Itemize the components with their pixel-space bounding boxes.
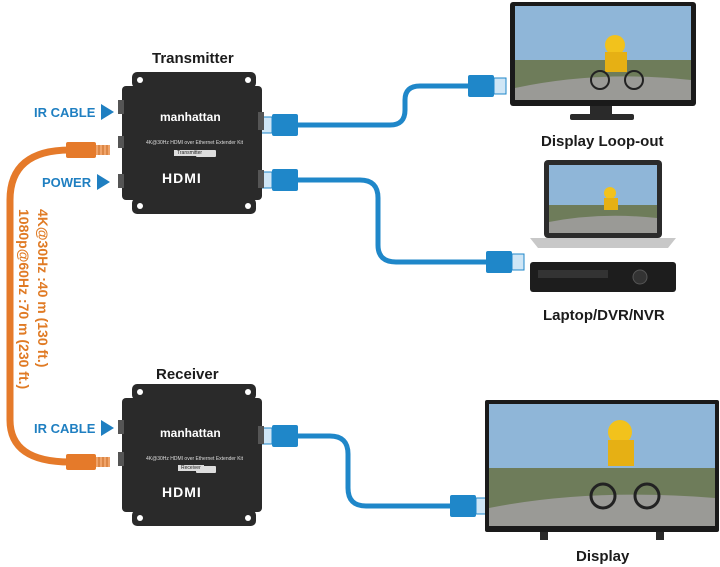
transmitter-model: 4K@30Hz HDMI over Ethernet Extender Kit [146,140,244,146]
arrow-right-icon [97,174,111,190]
hdmi-cable-loop-out [296,83,470,128]
ethernet-cable [6,146,71,466]
display-tv [485,400,719,540]
receiver-model: 4K@30Hz HDMI over Ethernet Extender Kit [146,456,244,462]
hdmi-plug [259,169,298,191]
hdmi-plug [486,251,525,273]
ethernet-connector-top [66,142,110,158]
hdmi-plug [259,114,298,136]
source-label: Laptop/DVR/NVR [543,307,665,324]
hdmi-cable-display [296,433,452,509]
hdmi-plug [450,495,489,517]
hdmi-plug [468,75,507,97]
receiver-device [118,384,264,526]
laptop [530,160,676,248]
power-text: POWER [42,174,92,190]
cable-spec-line1: 4K@30Hz :40 m (130 ft.) [35,209,51,368]
ir-cable-label-bottom: IR CABLE [34,420,115,436]
ir-cable-label-top: IR CABLE [34,104,115,120]
arrow-right-icon [101,420,115,436]
transmitter-brand: manhattan [160,110,221,124]
cable-spec: 4K@30Hz :40 m (130 ft.) 1080p@60Hz :70 m… [14,209,52,409]
receiver-title: Receiver [156,366,219,383]
ir-cable-text: IR CABLE [34,104,96,120]
cable-spec-line2: 1080p@60Hz :70 m (230 ft.) [16,209,32,390]
display-label: Display [576,548,630,565]
transmitter-unit-label: Transmitter [174,150,206,156]
loop-out-label: Display Loop-out [541,133,664,150]
hdmi-plug [259,425,298,447]
arrow-right-icon [101,104,115,120]
hdmi-logo: HDMI [162,170,202,186]
dvr-nvr-box [530,262,676,292]
hdmi-cable-source [296,177,488,265]
power-label: POWER [42,174,111,190]
transmitter-title: Transmitter [152,50,234,67]
receiver-unit-label: Receiver [178,465,204,471]
receiver-brand: manhattan [160,426,221,440]
ethernet-connector-bottom [66,454,110,470]
transmitter-device [118,72,264,214]
hdmi-logo: HDMI [162,484,202,500]
ir-cable-text: IR CABLE [34,420,96,436]
loop-out-monitor [510,2,696,120]
